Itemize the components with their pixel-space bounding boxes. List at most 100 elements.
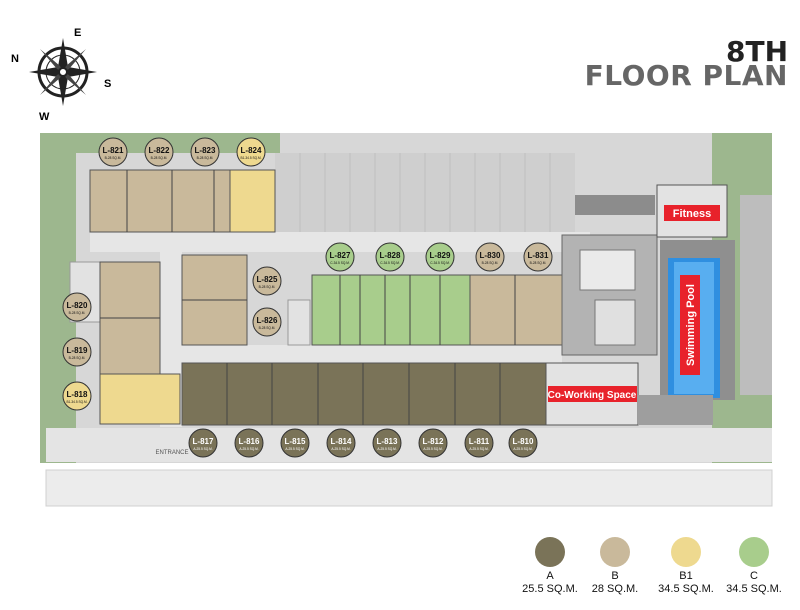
- unit-area: A-25.5 SQ.M.: [239, 447, 258, 451]
- terrace: [575, 195, 655, 215]
- unit-id: L-819: [67, 346, 88, 355]
- unit-badge-circle: [372, 428, 402, 458]
- unit-area: B1-34.5 SQ.M.: [240, 156, 261, 160]
- unit-badge-circle: [62, 381, 92, 411]
- unit-area: A-25.5 SQ.M.: [331, 447, 350, 451]
- unit-id: L-824: [241, 146, 262, 155]
- restrooms: [579, 249, 636, 291]
- unit-area: B-28 SQ.M.: [69, 356, 86, 360]
- unit-area: A-25.5 SQ.M.: [423, 447, 442, 451]
- unit-area: B1-34.5 SQ.M.: [66, 400, 87, 404]
- unit-area: B-28 SQ.M.: [151, 156, 168, 160]
- unit-badge-circle: [464, 428, 494, 458]
- unit-area: B-28 SQ.M.: [197, 156, 214, 160]
- unit-area: B-28 SQ.M.: [105, 156, 122, 160]
- unit-badge-circle: [188, 428, 218, 458]
- unit-area: C-34.5 SQ.M.: [430, 261, 450, 265]
- legend-size: 25.5 SQ.M.: [522, 583, 578, 595]
- unit-area: A-25.5 SQ.M.: [285, 447, 304, 451]
- unit-badge-circle: [144, 137, 174, 167]
- legend-swatch-b1: [671, 537, 701, 567]
- corridor-north: [90, 232, 590, 252]
- legend-type: A: [546, 570, 554, 582]
- legend-type: B1: [679, 570, 693, 582]
- unit-id: L-830: [480, 251, 501, 260]
- lift-core: [594, 299, 636, 346]
- unit-id: L-820: [67, 301, 88, 310]
- block-818: [99, 373, 181, 425]
- unit-id: L-818: [67, 390, 88, 399]
- unit-area: A-25.5 SQ.M.: [469, 447, 488, 451]
- unit-id: L-831: [528, 251, 549, 260]
- unit-area: B-28 SQ.M.: [259, 326, 276, 330]
- unit-badge-circle: [236, 137, 266, 167]
- unit-id: L-813: [377, 437, 398, 446]
- unit-area: C-34.5 SQ.M.: [380, 261, 400, 265]
- corridor-south: [182, 345, 562, 363]
- unit-id: L-812: [423, 437, 444, 446]
- legend-size: 28 SQ.M.: [591, 583, 639, 595]
- pool-tag: [680, 275, 700, 375]
- unit-id: L-825: [257, 275, 278, 284]
- floor-number: 8TH: [725, 35, 788, 68]
- compass-n: N: [11, 53, 19, 65]
- unit-id: L-827: [330, 251, 351, 260]
- compass-s: S: [104, 78, 111, 90]
- unit-id: L-816: [239, 437, 260, 446]
- fitness-label: Fitness: [673, 208, 712, 220]
- parking-stripes: [299, 153, 551, 243]
- pool-label: Swimming Pool: [685, 284, 697, 366]
- stair-center: [287, 299, 311, 346]
- unit-badge-circle: [425, 242, 455, 272]
- driveway: [46, 428, 772, 462]
- block-824: [229, 169, 276, 233]
- unit-badge-circle: [418, 428, 448, 458]
- legend-swatch-c: [739, 537, 769, 567]
- unit-badge-circle: [508, 428, 538, 458]
- unit-id: L-817: [193, 437, 214, 446]
- road: [45, 469, 773, 507]
- unit-badge-circle: [98, 137, 128, 167]
- unit-badge-circle: [252, 307, 282, 337]
- unit-badge-circle: [190, 137, 220, 167]
- outdoor-seating: [638, 395, 713, 425]
- unit-badge-circle: [252, 266, 282, 296]
- page-title: FLOOR PLAN: [584, 59, 788, 92]
- legend-type: B: [611, 570, 619, 582]
- unit-badge-circle: [326, 428, 356, 458]
- unit-id: L-826: [257, 316, 278, 325]
- unit-id: L-828: [380, 251, 401, 260]
- block-810-817: [181, 362, 547, 426]
- unit-id: L-815: [285, 437, 306, 446]
- unit-area: B-28 SQ.M.: [530, 261, 547, 265]
- unit-badge-circle: [280, 428, 310, 458]
- unit-area: B-28 SQ.M.: [69, 311, 86, 315]
- legend-size: 34.5 SQ.M.: [726, 583, 782, 595]
- unit-badge-circle: [234, 428, 264, 458]
